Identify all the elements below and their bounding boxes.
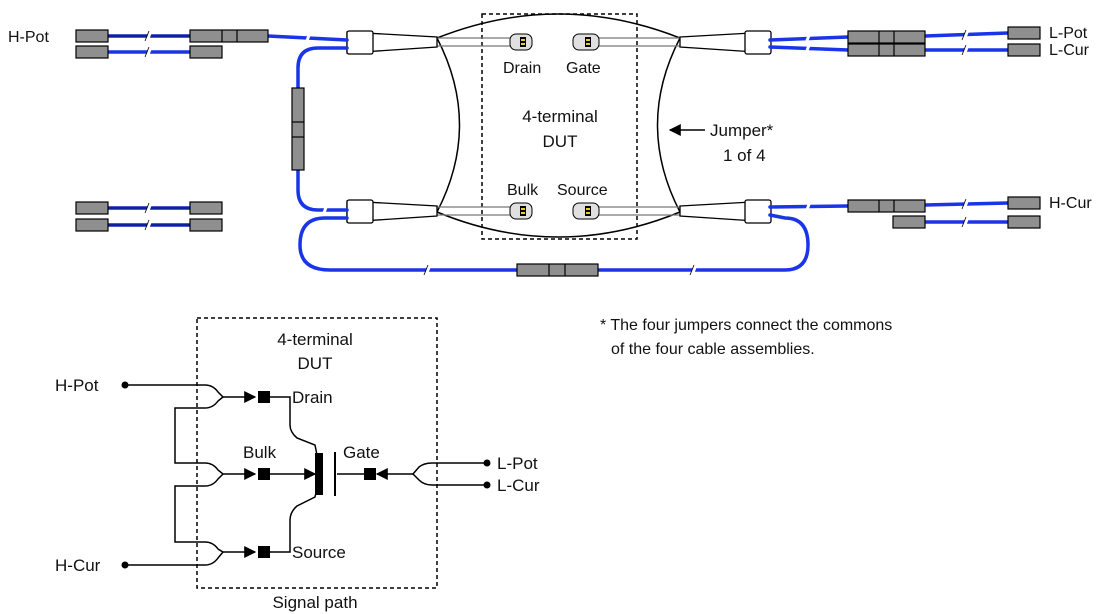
label-l-cur-top: L-Cur bbox=[1049, 42, 1090, 59]
signal-path-caption: Signal path bbox=[272, 593, 357, 612]
label-drain-signal: Drain bbox=[292, 388, 333, 407]
mosfet-symbol bbox=[315, 452, 336, 496]
cable-break-marks bbox=[145, 29, 970, 276]
terminal-pad-bulk bbox=[509, 202, 533, 220]
node-l-pot bbox=[483, 459, 491, 467]
terminal-pad-drain bbox=[509, 33, 533, 51]
label-bulk-top: Bulk bbox=[507, 182, 539, 199]
footnote-line1: * The four jumpers connect the commons bbox=[600, 317, 892, 334]
label-bulk-signal: Bulk bbox=[243, 443, 277, 462]
jumper-label-line2: 1 of 4 bbox=[723, 146, 766, 165]
node-h-cur bbox=[121, 561, 129, 569]
dut-boundary bbox=[481, 13, 638, 240]
label-l-pot-top: L-Pot bbox=[1049, 25, 1088, 42]
label-source-top: Source bbox=[557, 182, 608, 199]
pad-drain bbox=[258, 391, 270, 403]
label-h-cur-top: H-Cur bbox=[1049, 195, 1092, 212]
pad-gate bbox=[364, 468, 376, 480]
label-h-pot-top: H-Pot bbox=[8, 29, 49, 46]
footnote-line2: of the four cable assemblies. bbox=[611, 341, 815, 358]
connectors bbox=[75, 26, 1041, 277]
signal-path-wiring bbox=[125, 384, 487, 566]
terminal-pad-gate bbox=[572, 33, 600, 51]
pad-bulk bbox=[258, 468, 270, 480]
label-gate-top: Gate bbox=[566, 60, 601, 77]
dut-title-line2-signal: DUT bbox=[298, 354, 333, 373]
signal-path-nodes bbox=[121, 381, 491, 569]
cable-dark-segments bbox=[108, 34, 190, 227]
label-h-cur-signal: H-Cur bbox=[55, 556, 101, 575]
label-h-pot-signal: H-Pot bbox=[55, 376, 99, 395]
dut-title-line1-top: 4-terminal bbox=[522, 107, 598, 126]
signal-path-boundary bbox=[196, 317, 438, 589]
label-l-pot-signal: L-Pot bbox=[497, 454, 538, 473]
terminal-pad-source bbox=[572, 202, 600, 220]
dut-title-line2-top: DUT bbox=[543, 132, 578, 151]
cable-break-ticks bbox=[144, 29, 967, 276]
internal-leads bbox=[437, 37, 680, 216]
splitters bbox=[346, 30, 772, 224]
node-l-cur bbox=[483, 481, 491, 489]
label-l-cur-signal: L-Cur bbox=[497, 476, 540, 495]
label-gate-signal: Gate bbox=[343, 443, 380, 462]
node-h-pot bbox=[121, 381, 129, 389]
label-source-signal: Source bbox=[292, 543, 346, 562]
pad-source bbox=[258, 546, 270, 558]
jumper-label-line1: Jumper* bbox=[710, 121, 774, 140]
dut-title-line1-signal: 4-terminal bbox=[277, 330, 353, 349]
label-drain-top: Drain bbox=[503, 60, 541, 77]
